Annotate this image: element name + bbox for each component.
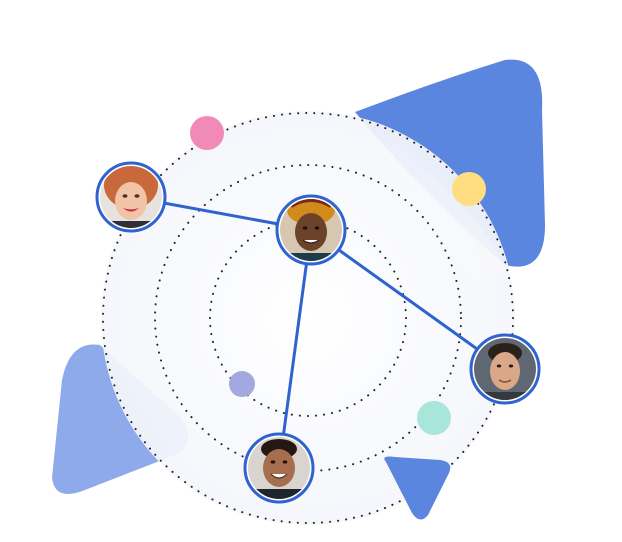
disc-overlap-highlight [355,112,505,282]
outer-dotted-ring [102,112,514,524]
middle-dotted-ring [154,164,462,472]
avatar-man-short-hair [469,333,541,405]
pink-dot [190,116,224,150]
avatar-woman-headwrap [275,194,347,266]
mint-dot [417,401,451,435]
connection-line [310,228,506,371]
left-triangle-shape [52,344,189,494]
avatar-woman-red-hair [95,161,167,233]
large-triangle-shape [355,59,545,267]
avatar-man-smiling [243,432,315,504]
connection-line [277,229,313,469]
lavender-dot [229,371,255,397]
network-disc [101,111,515,525]
yellow-dot [452,172,486,206]
small-triangle-shape [384,456,451,520]
